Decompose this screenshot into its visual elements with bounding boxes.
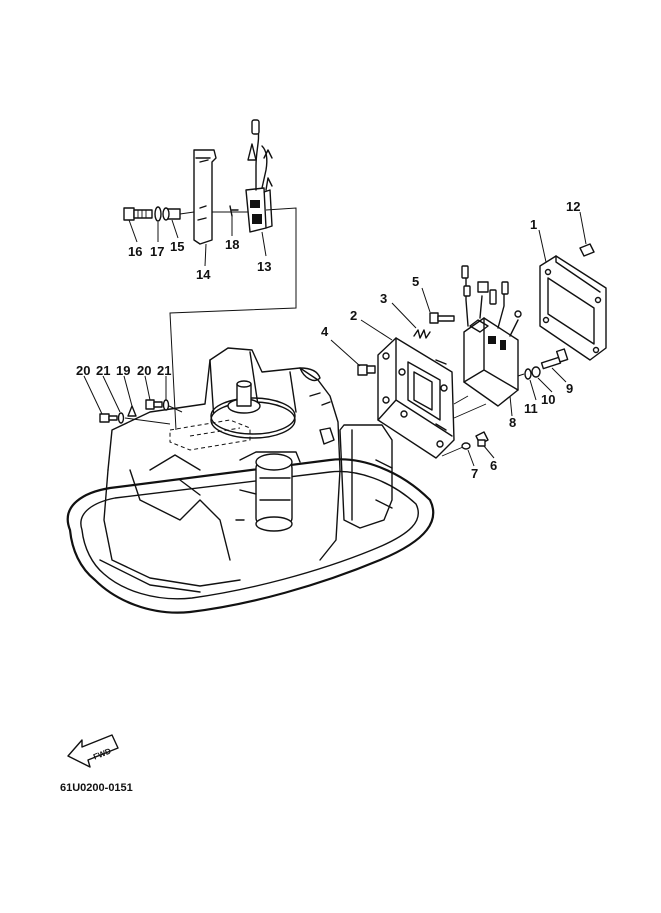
cdi-unit-part-8 [461, 265, 522, 407]
callout-15: 15 [170, 239, 184, 254]
callout-14: 14 [196, 267, 211, 282]
callout-11: 11 [524, 401, 538, 416]
washer-part-17 [154, 206, 162, 222]
starter-motor [235, 451, 301, 532]
callout-17: 17 [150, 244, 164, 259]
bolt-part-6 [475, 431, 489, 447]
callout-19: 19 [116, 363, 130, 378]
callout-1: 1 [530, 217, 537, 232]
callout-18: 18 [225, 237, 239, 252]
spring-part-3 [413, 329, 431, 339]
callout-10: 10 [541, 392, 555, 407]
clip-part-18 [229, 205, 239, 217]
screw-part-5 [429, 312, 455, 324]
bottom-cowling [66, 458, 435, 614]
callout-21-left: 21 [96, 363, 110, 378]
washer-part-21-right [162, 399, 170, 411]
cover-part-1 [539, 255, 607, 361]
callout-4: 4 [321, 324, 329, 339]
callout-5: 5 [412, 274, 419, 289]
washer-part-21-left [117, 412, 125, 424]
callout-12: 12 [566, 199, 580, 214]
washer-part-10 [531, 366, 541, 378]
plate-part-2 [377, 337, 455, 459]
callout-2: 2 [350, 308, 357, 323]
bracket-leader-line [169, 207, 297, 431]
powerhead [103, 347, 393, 587]
screw-part-12 [579, 243, 595, 257]
callout-3: 3 [380, 291, 387, 306]
bolt-part-20-right [145, 399, 163, 410]
washer-part-11 [524, 368, 532, 380]
callout-6: 6 [490, 458, 497, 473]
callout-numbers: 1 2 3 4 5 6 7 8 9 10 11 12 13 14 15 16 1… [76, 199, 580, 481]
clip-part-19 [127, 405, 137, 417]
diagram-code: 61U0200-0151 [60, 782, 133, 794]
bolt-part-9 [540, 348, 569, 370]
fwd-direction-arrow: FWD [67, 734, 119, 768]
switch-part-13 [245, 119, 273, 233]
callout-9: 9 [566, 381, 573, 396]
bolt-part-20-left [99, 413, 118, 423]
callout-21-right: 21 [157, 363, 171, 378]
callout-20-right: 20 [137, 363, 151, 378]
washer-part-7 [461, 442, 471, 450]
bolt-part-4 [357, 364, 376, 376]
mounting-location-outline [169, 419, 251, 451]
callout-16: 16 [128, 244, 142, 259]
callout-8: 8 [509, 415, 516, 430]
callout-20-left: 20 [76, 363, 90, 378]
collar-part-15 [162, 207, 181, 221]
callout-7: 7 [471, 466, 478, 481]
callout-leaders [83, 211, 587, 467]
bracket-part-14 [193, 149, 217, 245]
callout-13: 13 [257, 259, 271, 274]
bolt-part-16 [123, 207, 153, 221]
